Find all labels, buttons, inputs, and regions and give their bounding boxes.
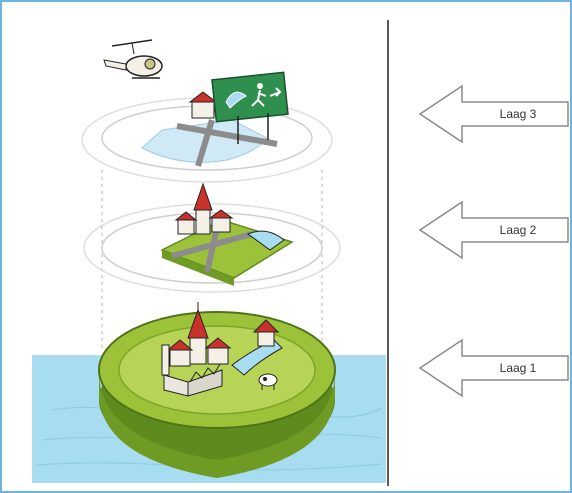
layer-3-label: Laag 3 xyxy=(499,107,537,121)
layer-2-arrow: Laag 2 xyxy=(418,200,570,260)
layer-1-arrow: Laag 1 xyxy=(418,338,570,398)
cow-icon xyxy=(258,373,278,390)
evacuation-sign-icon xyxy=(211,71,289,144)
layer-2-label: Laag 2 xyxy=(499,223,537,237)
layered-island-illustration xyxy=(32,20,389,486)
helicopter-icon xyxy=(103,39,163,79)
layer-3-arrow: Laag 3 xyxy=(418,84,570,144)
factory-icon xyxy=(161,344,223,397)
layer-guide-lines xyxy=(101,170,323,350)
layer-2-spatial xyxy=(83,182,341,293)
layer-1-island xyxy=(98,302,336,478)
church-icon-2 xyxy=(193,182,213,235)
layer-1-label: Laag 1 xyxy=(499,361,537,375)
layer-3-crisis xyxy=(81,71,333,183)
